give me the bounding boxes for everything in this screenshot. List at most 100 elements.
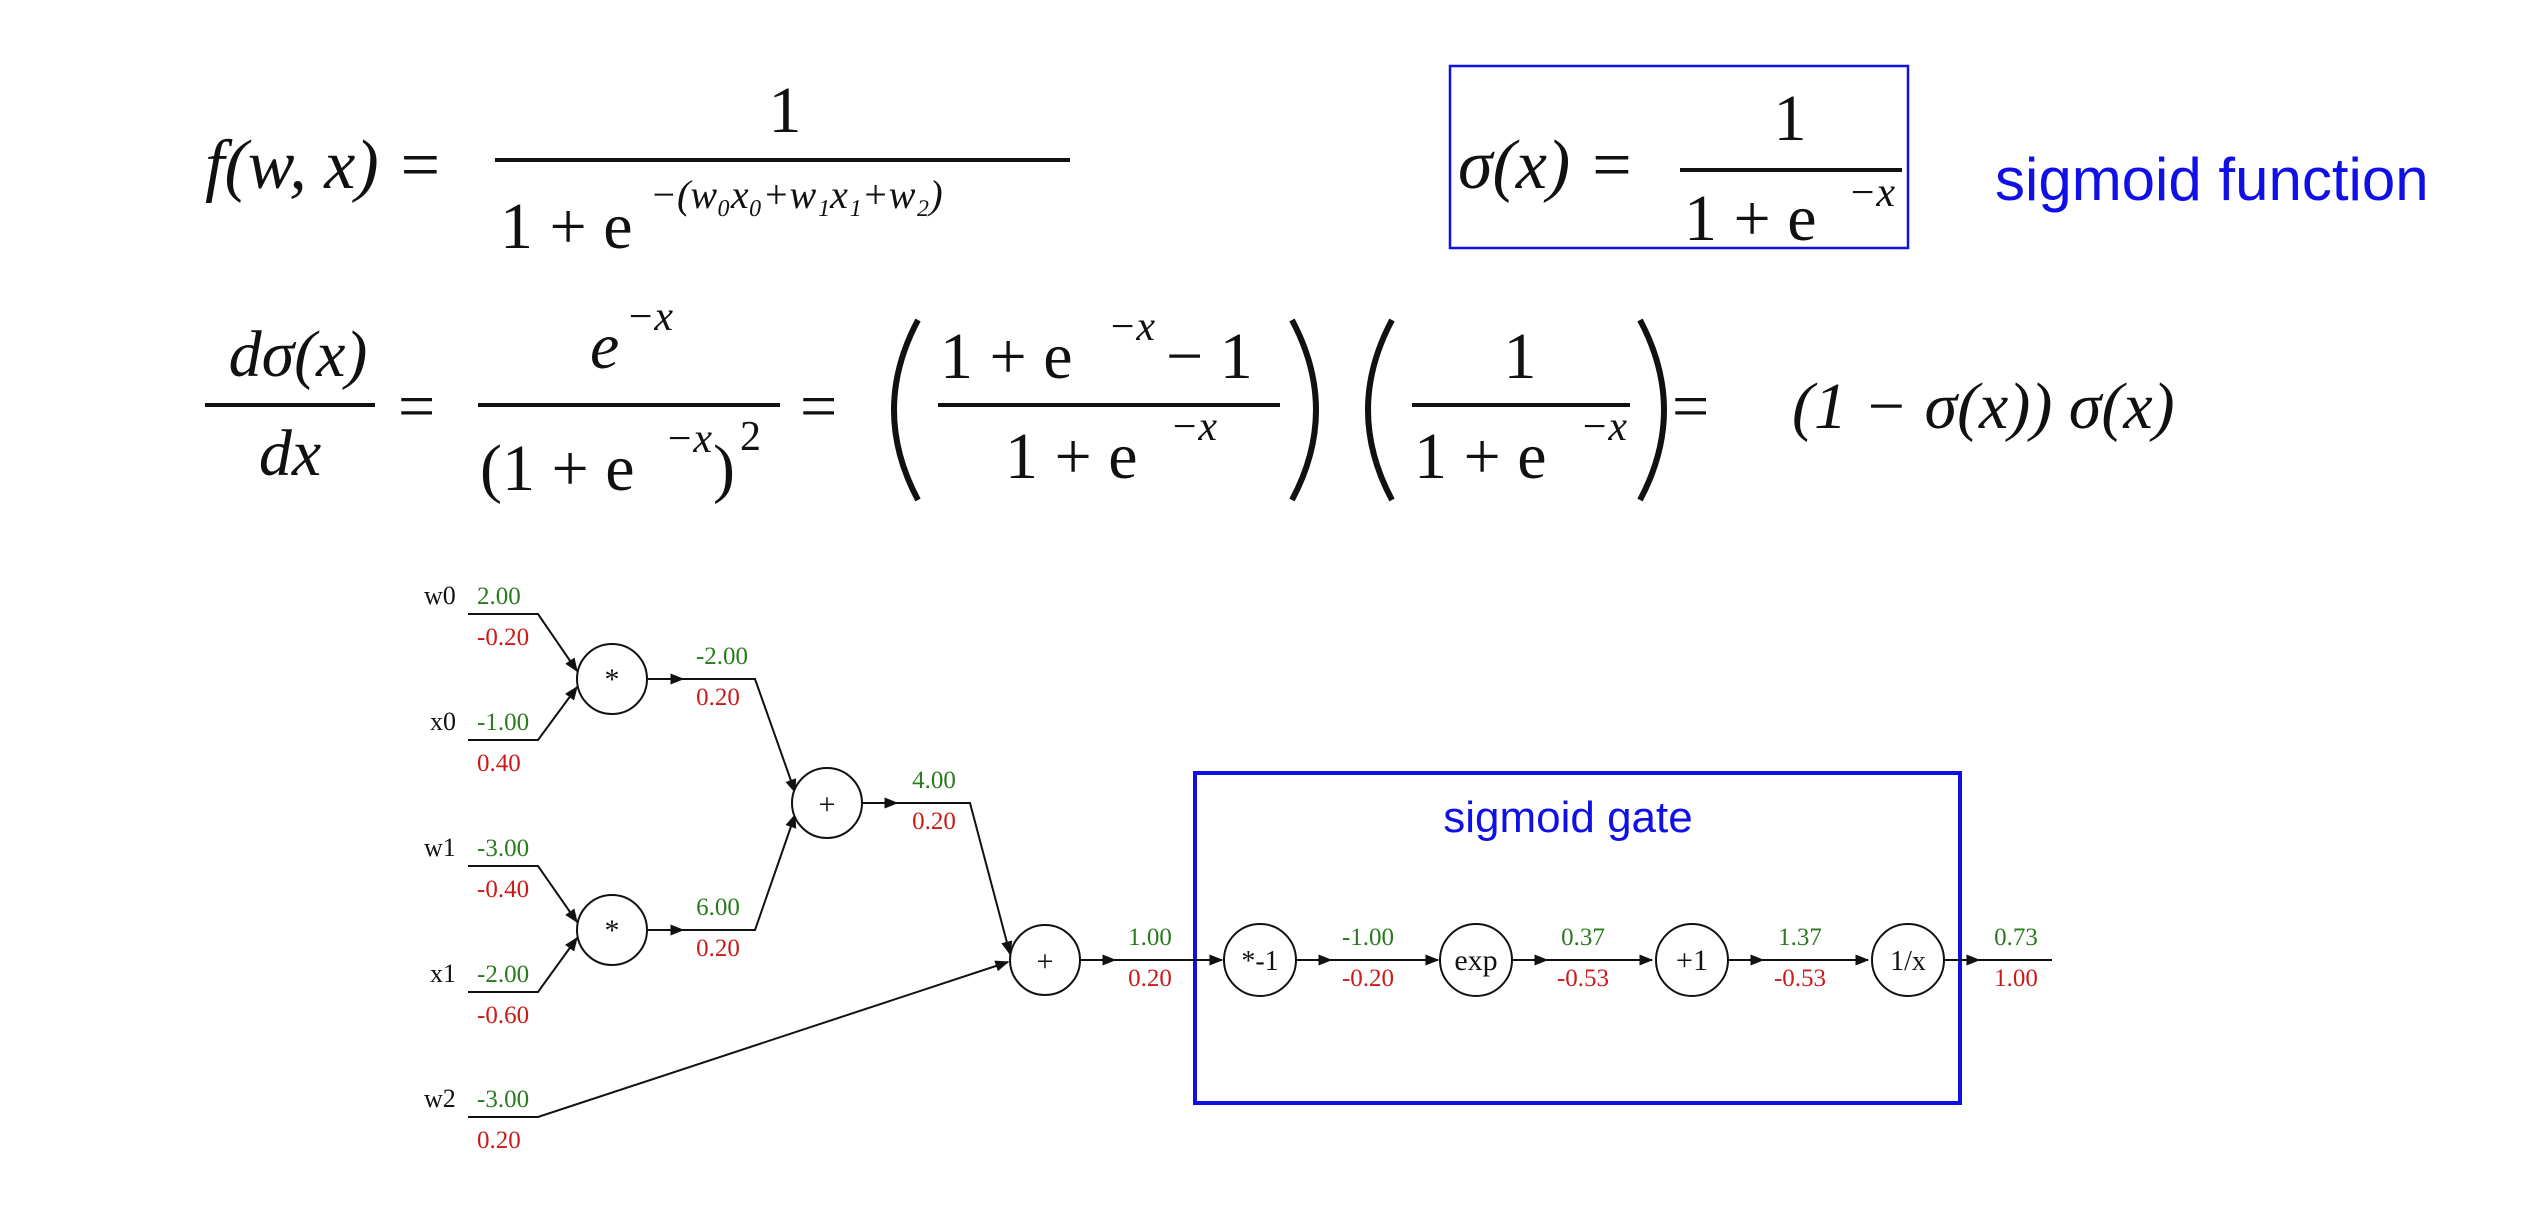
input-w0-forward: 2.00 [477,583,521,610]
edge-neg-grad: -0.20 [1342,965,1394,992]
t3-right-paren [1637,318,1667,502]
edge-plus1-grad: -0.53 [1774,965,1826,992]
edge-plus1-forward: 1.37 [1778,924,1822,951]
f-denominator-base: 1 + e [500,190,633,263]
t1-denominator-exponent: −x [665,416,712,462]
t1-denominator-square: 2 [740,414,761,460]
formula-f: f(w, x) = 1 1 + e −(w₀x₀+w₁x₁+w₂) [205,74,1070,263]
t2-right-paren [1289,318,1319,502]
input-w1: w1 -3.00 -0.40 [424,833,529,903]
edge-recip-grad: 1.00 [1994,965,2038,992]
edge-add1-forward: 1.00 [1128,924,1172,951]
deriv-lhs-numerator: dσ(x) [229,318,368,391]
t2-denominator-exponent: −x [1170,404,1217,450]
node-add0: + [791,767,863,839]
edge-add0-grad: 0.20 [912,808,956,835]
equals-1: = [398,370,435,443]
t1-denominator-close: ) [713,432,735,505]
node-neg-circle [1223,923,1297,997]
node-add0-op: + [819,788,836,821]
edge-mul1-forward: 6.00 [696,894,740,921]
node-neg-op: *-1 [1241,946,1278,977]
node-recip-op: 1/x [1890,946,1926,977]
node-add1: + [1009,924,1081,996]
formula-sigma: σ(x) = 1 1 + e −x sigmoid function [1448,64,2429,255]
input-w1-name: w1 [424,833,456,862]
f-lhs: f(w, x) = [205,127,443,204]
t2-denominator-base: 1 + e [1005,420,1138,493]
edge-add0-out: 4.00 0.20 [912,767,956,835]
edge-exp-out: 0.37 -0.53 [1557,924,1609,992]
wire-x0 [468,685,578,741]
formula-derivative: dσ(x) dx = e −x (1 + e −x ) 2 = 1 + e −x… [205,294,2175,505]
input-x0: x0 -1.00 0.40 [430,707,529,777]
input-w1-grad: -0.40 [477,876,529,903]
node-exp-op: exp [1454,944,1497,977]
sigma-numerator: 1 [1774,82,1807,155]
edge-mul1-out: 6.00 0.20 [696,894,740,962]
input-x1-grad: -0.60 [477,1002,529,1029]
wire-w0 [468,613,578,673]
input-x1-name: x1 [430,959,456,988]
sigma-lhs: σ(x) = [1458,127,1635,204]
node-mul0-circle [576,643,648,715]
f-denominator-exponent: −(w₀x₀+w₁x₁+w₂) [650,172,943,217]
node-plus1-op: +1 [1676,944,1708,977]
input-x0-forward: -1.00 [477,709,529,736]
edge-plus1-out: 1.37 -0.53 [1774,924,1826,992]
wire-x1 [468,936,578,993]
t2-numerator-tail: − 1 [1166,320,1253,393]
node-mul1-circle [576,894,648,966]
edge-recip-out: 0.73 1.00 [1994,924,2038,992]
computational-graph: sigmoid gate [424,581,2052,1154]
input-w0-name: w0 [424,581,456,610]
node-neg: *-1 [1223,923,1297,997]
edge-mul0-out: -2.00 0.20 [696,643,748,711]
edge-add0-forward: 4.00 [912,767,956,794]
t3-denominator-exponent: −x [1580,404,1627,450]
input-w2: w2 -3.00 0.20 [424,1084,529,1154]
deriv-lhs-denominator: dx [259,417,321,490]
input-w0-grad: -0.20 [477,624,529,651]
wire-mul0-out [683,678,797,794]
sigmoid-function-label: sigmoid function [1995,146,2429,213]
t2-left-paren [891,318,921,502]
t2-numerator-base: 1 + e [940,320,1073,393]
node-plus1: +1 [1655,923,1729,997]
edge-mul0-forward: -2.00 [696,643,748,670]
node-mul1-op: * [605,914,620,947]
t1-denominator: (1 + e [480,432,635,505]
node-mul0-op: * [605,663,620,696]
node-add1-op: + [1037,945,1054,978]
t3-numerator: 1 [1504,320,1537,393]
edge-recip-forward: 0.73 [1994,924,2038,951]
node-mul0: * [576,643,648,715]
wire-w1 [468,865,578,924]
sigma-highlight-box [1448,64,1910,250]
edge-exp-grad: -0.53 [1557,965,1609,992]
wire-mul1-out [683,813,797,931]
input-w2-name: w2 [424,1084,456,1113]
edge-add1-out: 1.00 0.20 [1128,924,1172,992]
t1-numerator-exponent: −x [626,294,673,340]
sigmoid-gate-label: sigmoid gate [1443,793,1692,842]
node-exp: exp [1439,923,1513,997]
edge-exp-forward: 0.37 [1561,924,1605,951]
f-numerator: 1 [769,74,802,147]
input-w2-grad: 0.20 [477,1127,521,1154]
node-add0-circle [791,767,863,839]
edge-mul0-grad: 0.20 [696,684,740,711]
sigma-denominator-exponent: −x [1848,170,1895,216]
derivative-result: (1 − σ(x)) σ(x) [1792,370,2175,443]
input-x0-grad: 0.40 [477,750,521,777]
edge-neg-out: -1.00 -0.20 [1342,924,1394,992]
input-x0-name: x0 [430,707,456,736]
edge-add1-grad: 0.20 [1128,965,1172,992]
node-add1-circle [1009,924,1081,996]
node-recip-circle [1871,923,1945,997]
sigmoid-gate-box [1193,771,1962,1105]
edge-neg-forward: -1.00 [1342,924,1394,951]
node-exp-circle [1439,923,1513,997]
t3-left-paren [1365,318,1395,502]
